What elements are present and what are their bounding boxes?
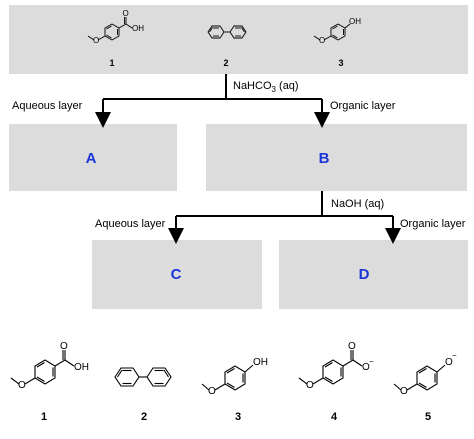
structure-3-small: O OH — [313, 17, 361, 45]
structure-5: O O − — [393, 351, 457, 397]
atom-o-1s: O — [93, 36, 99, 45]
organic-layer-label-1: Organic layer — [330, 100, 396, 112]
structure-1: O O OH — [10, 341, 89, 391]
atom-o-carbonyl-1: O — [60, 341, 68, 352]
box-b — [206, 124, 467, 191]
reagent-nahco3-tail: (aq) — [275, 80, 299, 92]
aqueous-layer-label-1: Aqueous layer — [12, 100, 83, 112]
reagent-naoh: NaOH (aq) — [331, 198, 385, 210]
top-label-2: 2 — [223, 58, 229, 68]
legend-label-4: 4 — [330, 411, 338, 423]
letter-a: A — [85, 150, 97, 167]
box-d — [279, 240, 468, 309]
atom-o-1: O — [18, 380, 26, 391]
letter-c: C — [170, 266, 182, 283]
starting-mixture-box — [9, 5, 468, 74]
legend-label-5: 5 — [424, 411, 432, 423]
top-label-3: 3 — [338, 58, 344, 68]
atom-oh-1: OH — [74, 362, 89, 373]
legend-label-1: 1 — [40, 411, 48, 423]
organic-layer-label-2: Organic layer — [400, 218, 466, 230]
atom-o-3: O — [208, 386, 216, 397]
atom-oh-1s: OH — [132, 24, 144, 33]
box-a — [9, 124, 177, 191]
letter-b: B — [318, 150, 330, 167]
legend-label-3: 3 — [234, 411, 242, 423]
atom-o-3s: O — [319, 36, 325, 45]
letter-d: D — [358, 266, 370, 283]
reagent-nahco3: NaHCO3 (aq) — [233, 80, 299, 96]
atom-o-carbonyl-4: O — [348, 341, 356, 352]
structure-2-small — [207, 25, 247, 39]
aqueous-layer-label-2: Aqueous layer — [95, 218, 166, 230]
structure-3: O OH — [201, 357, 268, 397]
top-label-1: 1 — [109, 58, 115, 68]
atom-ominus-5: O — [445, 357, 453, 368]
legend-label-2: 2 — [140, 411, 148, 423]
charge-minus-4: − — [369, 357, 374, 366]
atom-o-carbonyl-1s: O — [123, 9, 129, 18]
reagent-nahco3-sub: 3 — [271, 85, 276, 95]
structure-2 — [114, 367, 172, 387]
charge-minus-5: − — [452, 351, 457, 360]
atom-oh-3s: OH — [349, 17, 361, 26]
atom-o-5: O — [400, 386, 408, 397]
atom-ominus-4: O — [362, 362, 370, 373]
atom-oh-3: OH — [253, 357, 268, 368]
structure-1-small: O O OH — [87, 9, 144, 45]
reagent-nahco3-main: NaHCO — [233, 80, 272, 92]
box-c — [92, 240, 262, 309]
atom-o-4: O — [306, 380, 314, 391]
structure-4: O O O − — [298, 341, 374, 391]
